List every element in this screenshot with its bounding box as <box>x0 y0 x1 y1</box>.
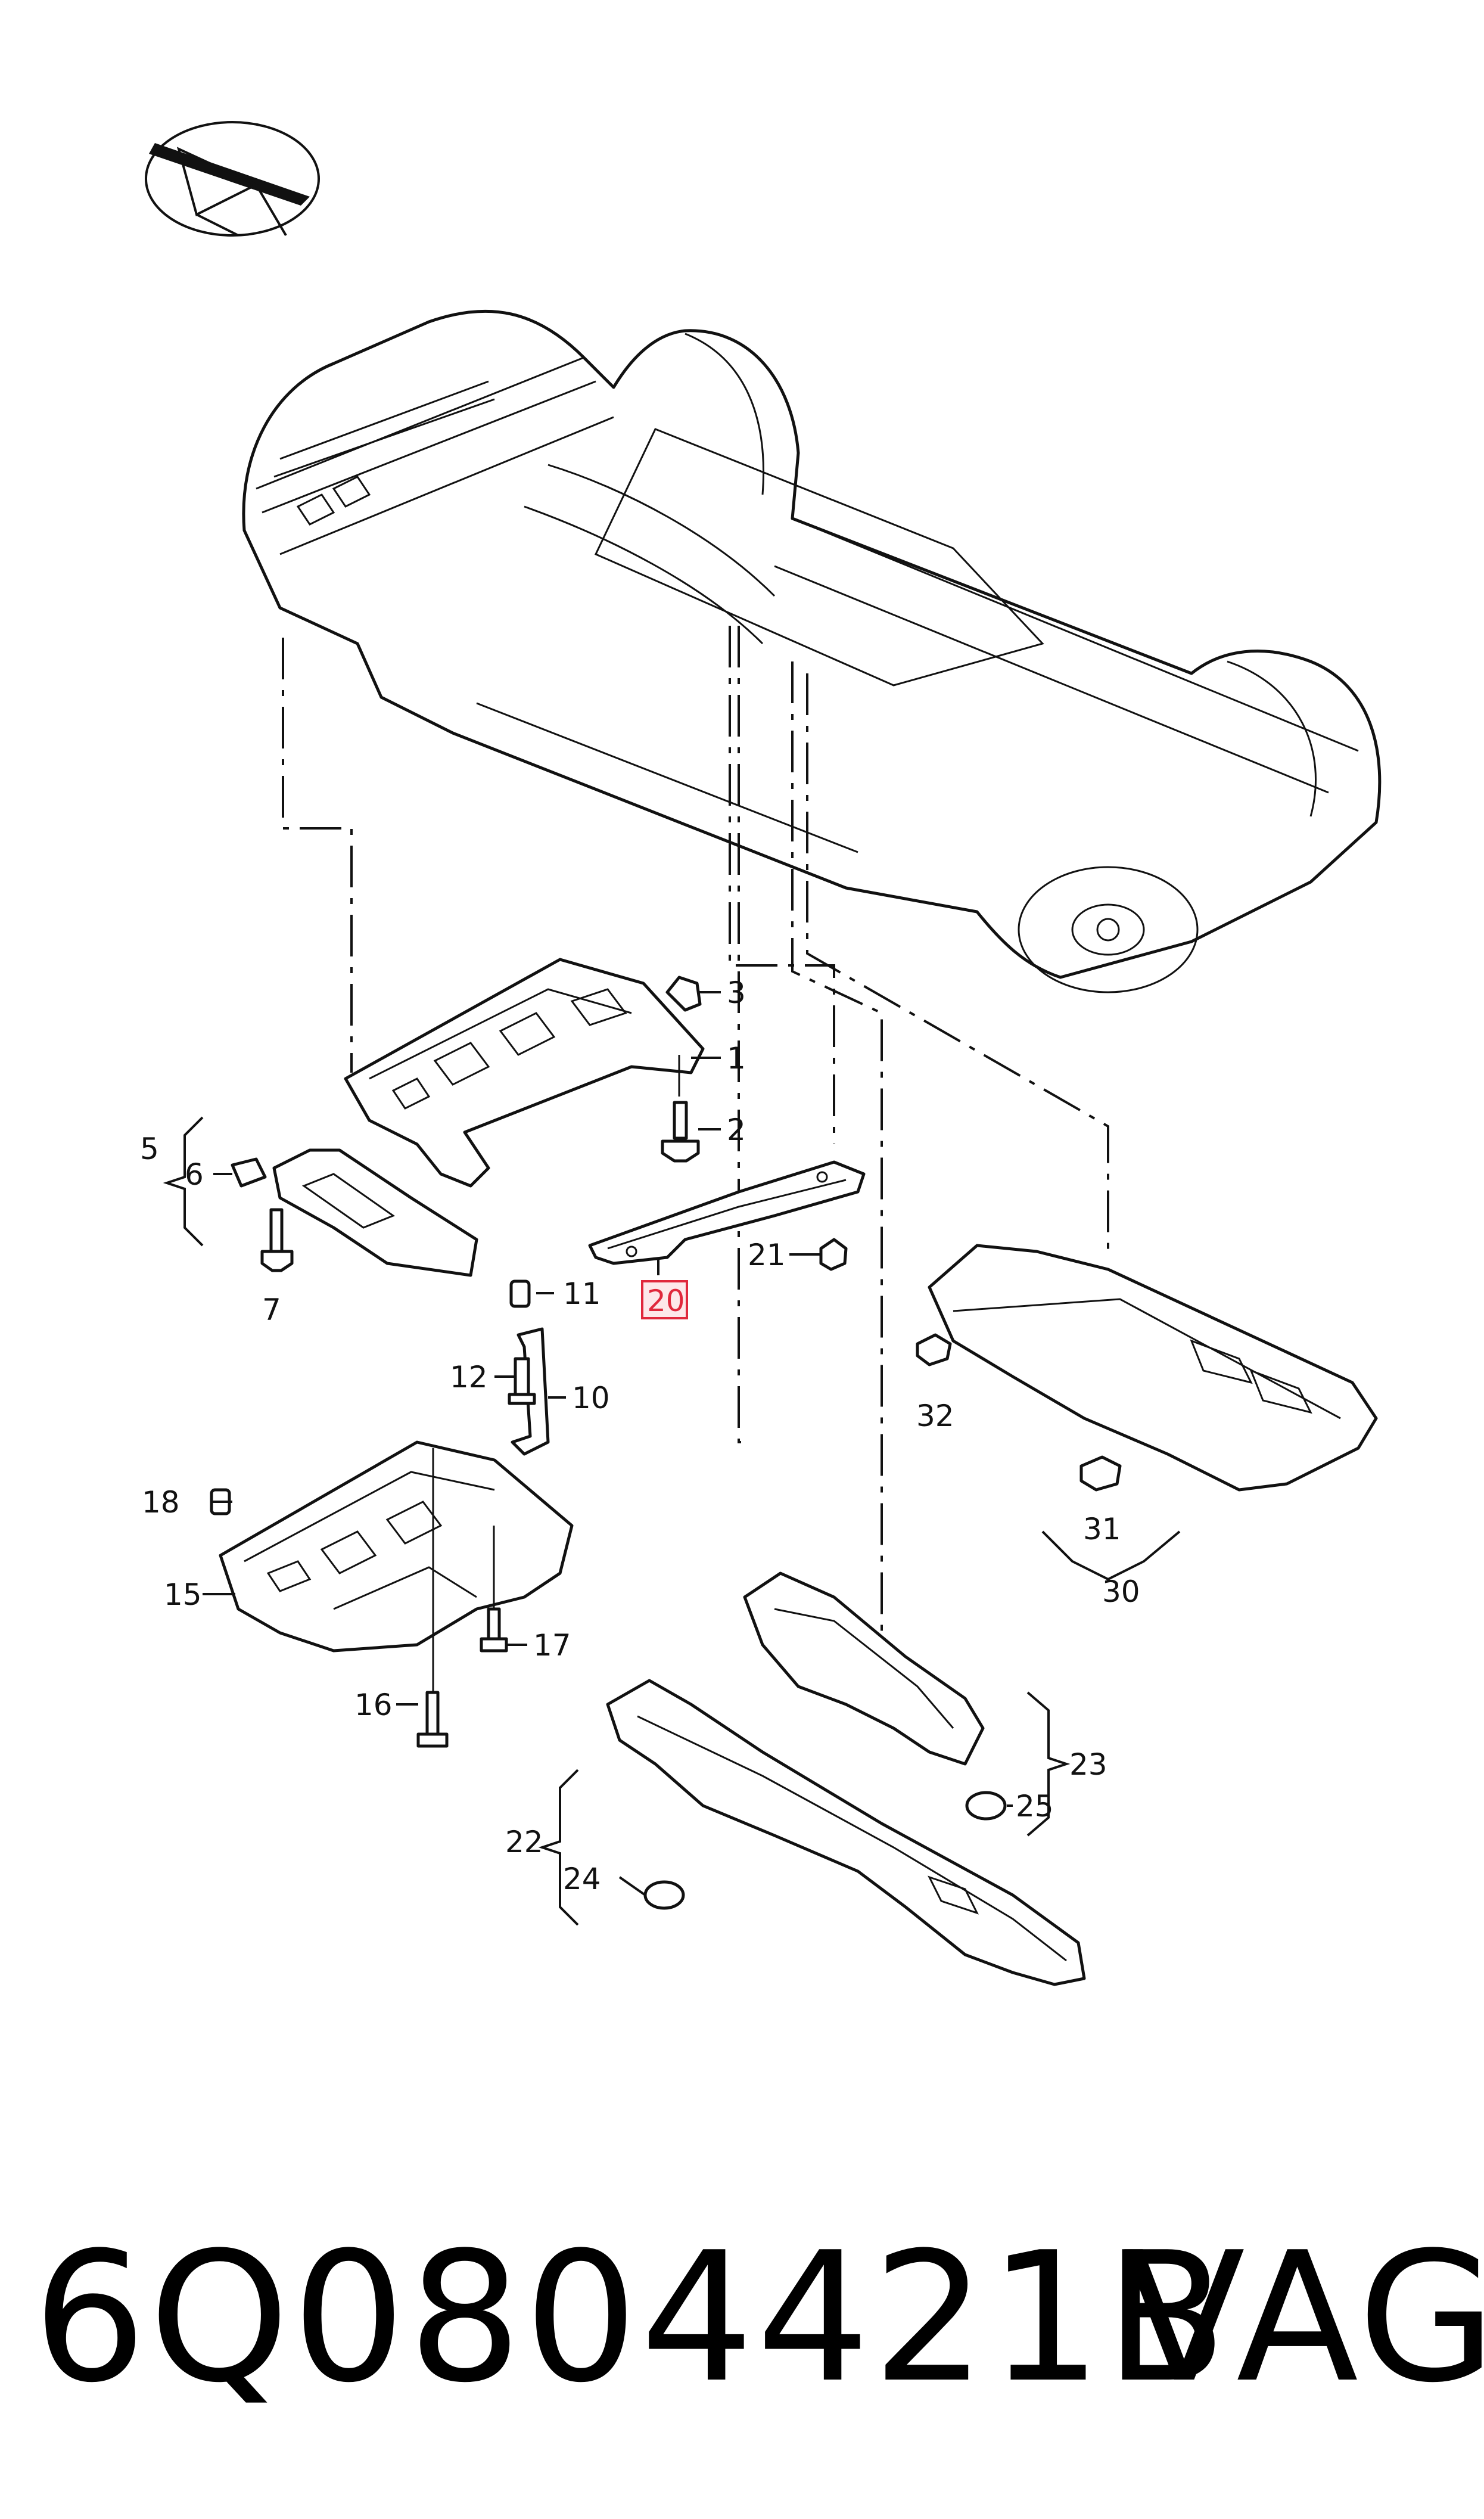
callout-24: 23 <box>1069 1747 1107 1782</box>
vehicle-underbody <box>242 309 1382 993</box>
part-1-undertray <box>344 958 705 1188</box>
callout-10: 10 <box>572 1381 610 1415</box>
part-32-nut <box>916 1333 952 1366</box>
callout-22: 22 <box>505 1825 543 1859</box>
part-23-clip <box>643 1880 685 1910</box>
part-5-cover <box>272 1148 478 1277</box>
callout-23: 24 <box>563 1862 601 1896</box>
part-21-nut <box>819 1238 848 1271</box>
part-31-nut <box>1079 1455 1122 1492</box>
callout-31: 31 <box>1083 1512 1121 1546</box>
part-11-nut <box>509 1279 531 1308</box>
part-15-undertray <box>219 1440 574 1653</box>
label-leaders <box>203 991 1013 1896</box>
part-6-clip <box>231 1157 267 1188</box>
group-brackets <box>163 1116 1181 1926</box>
part-20-bracket <box>588 1160 866 1265</box>
part-16-bolt <box>416 1691 449 1748</box>
brand-label: VAG <box>1123 2214 1484 2422</box>
part-22-heat-shield <box>606 1679 1086 1986</box>
part-24-heat-shield <box>743 1571 985 1766</box>
part-30-heat-shield <box>928 1244 1378 1492</box>
callout-2: 2 <box>727 1113 746 1147</box>
callout-21: 21 <box>748 1238 786 1272</box>
part-7-bolt <box>260 1208 294 1272</box>
callout-1: 1 <box>727 1041 746 1076</box>
callout-6: 6 <box>185 1157 204 1192</box>
callout-15: 15 <box>164 1577 202 1612</box>
callout-18: 18 <box>142 1485 180 1520</box>
callout-12: 12 <box>450 1360 488 1394</box>
callout-20: 20 <box>647 1284 685 1318</box>
callout-3: 3 <box>727 976 746 1010</box>
callout-20-highlight: 20 <box>641 1280 688 1319</box>
callout-25: 25 <box>1016 1789 1054 1824</box>
callout-17: 17 <box>533 1628 571 1663</box>
direction-arrow-icon <box>145 121 320 237</box>
part-2-bolt <box>661 1101 700 1163</box>
callout-labels: 3 1 2 5 6 7 11 12 10 21 18 15 17 16 32 3… <box>140 976 1140 1896</box>
part-25-clip <box>965 1791 1007 1821</box>
callout-5: 5 <box>140 1132 159 1166</box>
callout-7: 7 <box>262 1293 281 1327</box>
part-17-bolt <box>480 1607 508 1653</box>
callout-11: 11 <box>563 1276 601 1311</box>
part-3-clip <box>665 976 702 1012</box>
part-number: 6Q0804421B <box>33 2214 1230 2422</box>
callout-30: 30 <box>1102 1574 1140 1609</box>
leader-lines <box>282 626 1109 1651</box>
callout-16: 16 <box>354 1688 393 1722</box>
callout-32: 32 <box>916 1399 954 1433</box>
